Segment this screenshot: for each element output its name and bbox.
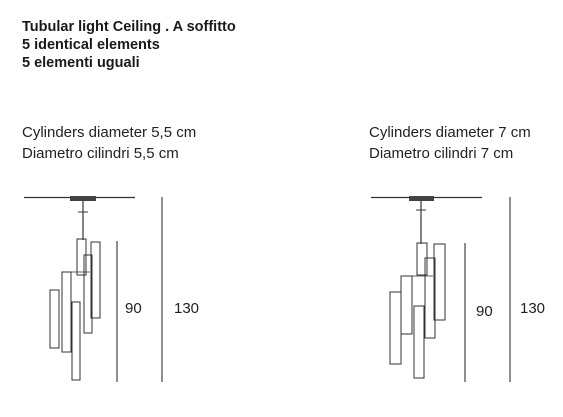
left-cylinder-5 (83, 254, 93, 334)
left-cylinder-6 (71, 301, 81, 381)
left-caption: Cylinders diameter 5,5 cm Diametro cilin… (22, 122, 196, 164)
right-caption-en: Cylinders diameter 7 cm (369, 124, 531, 141)
left-dim-90: 90 (125, 300, 142, 317)
right-cylinder-1 (416, 242, 428, 276)
right-cylinder-2 (433, 243, 446, 321)
right-dim-130: 130 (520, 300, 546, 317)
right-cylinder-4 (389, 291, 402, 365)
right-caption: Cylinders diameter 7 cm Diametro cilindr… (369, 122, 531, 164)
left-caption-en: Cylinders diameter 5,5 cm (22, 124, 197, 141)
left-cylinder-4 (49, 289, 60, 349)
right-caption-it: Diametro cilindri 7 cm (369, 145, 514, 162)
right-canopy (409, 196, 434, 201)
right-cylinder-6 (413, 305, 425, 379)
left-canopy (70, 196, 96, 201)
left-lamp-drawing (24, 196, 163, 382)
left-cylinder-1 (76, 238, 87, 276)
product-title: Tubular light Ceiling . A soffitto (22, 19, 236, 35)
left-caption-it: Diametro cilindri 5,5 cm (22, 145, 179, 162)
elements-count-en: 5 identical elements (22, 37, 160, 53)
left-dim-130: 130 (174, 300, 200, 317)
right-lamp-drawing (371, 196, 511, 382)
product-header: Tubular light Ceiling . A soffitto 5 ide… (22, 18, 236, 72)
elements-count-it: 5 elementi uguali (22, 55, 140, 71)
right-dim-90: 90 (476, 303, 493, 320)
left-cylinder-2 (90, 241, 101, 319)
right-cylinder-3 (400, 275, 413, 335)
right-cylinder-5 (424, 257, 436, 339)
left-cylinder-3 (61, 271, 72, 353)
